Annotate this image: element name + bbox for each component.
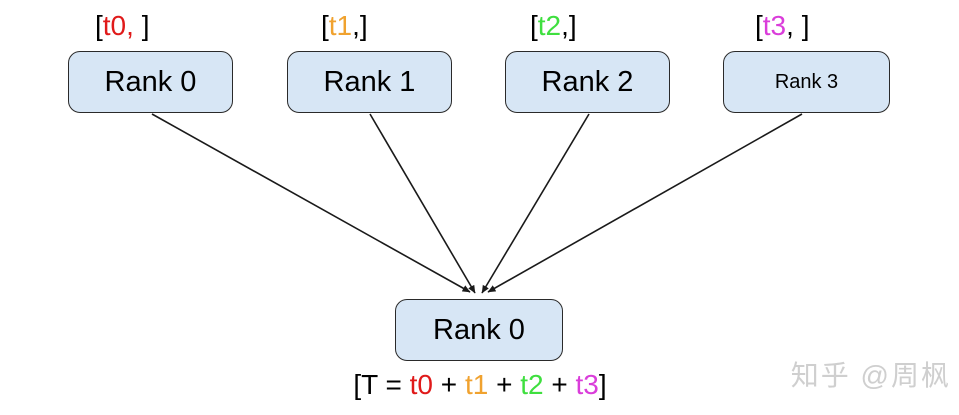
tensor-label-t3: [t3, ] bbox=[755, 10, 810, 41]
tensor-label-t2: [t2,] bbox=[530, 10, 577, 41]
arrow-rank2-to-root bbox=[481, 113, 590, 294]
node-rank3: Rank 3 bbox=[723, 51, 890, 113]
node-rank0: Rank 0 bbox=[68, 51, 233, 113]
tensor-label-t0: [t0, ] bbox=[95, 10, 150, 41]
watermark: 知乎 @周枫 bbox=[790, 360, 951, 391]
gather-formula: [T = t0 + t1 + t2 + t3] bbox=[353, 369, 607, 400]
node-rank0-label: Rank 0 bbox=[104, 65, 197, 98]
node-rank0-root: Rank 0 bbox=[395, 299, 563, 361]
tensor-label-t1: [t1,] bbox=[321, 10, 368, 41]
node-rank2: Rank 2 bbox=[505, 51, 670, 113]
arrow-rank1-to-root bbox=[369, 113, 476, 294]
node-rank0-root-label: Rank 0 bbox=[433, 313, 525, 346]
arrow-rank3-to-root bbox=[487, 113, 803, 293]
node-rank1: Rank 1 bbox=[287, 51, 452, 113]
node-rank2-label: Rank 2 bbox=[541, 65, 634, 98]
node-rank3-label: Rank 3 bbox=[774, 71, 839, 93]
node-rank1-label: Rank 1 bbox=[323, 65, 416, 98]
arrow-rank0-to-root bbox=[151, 113, 471, 293]
